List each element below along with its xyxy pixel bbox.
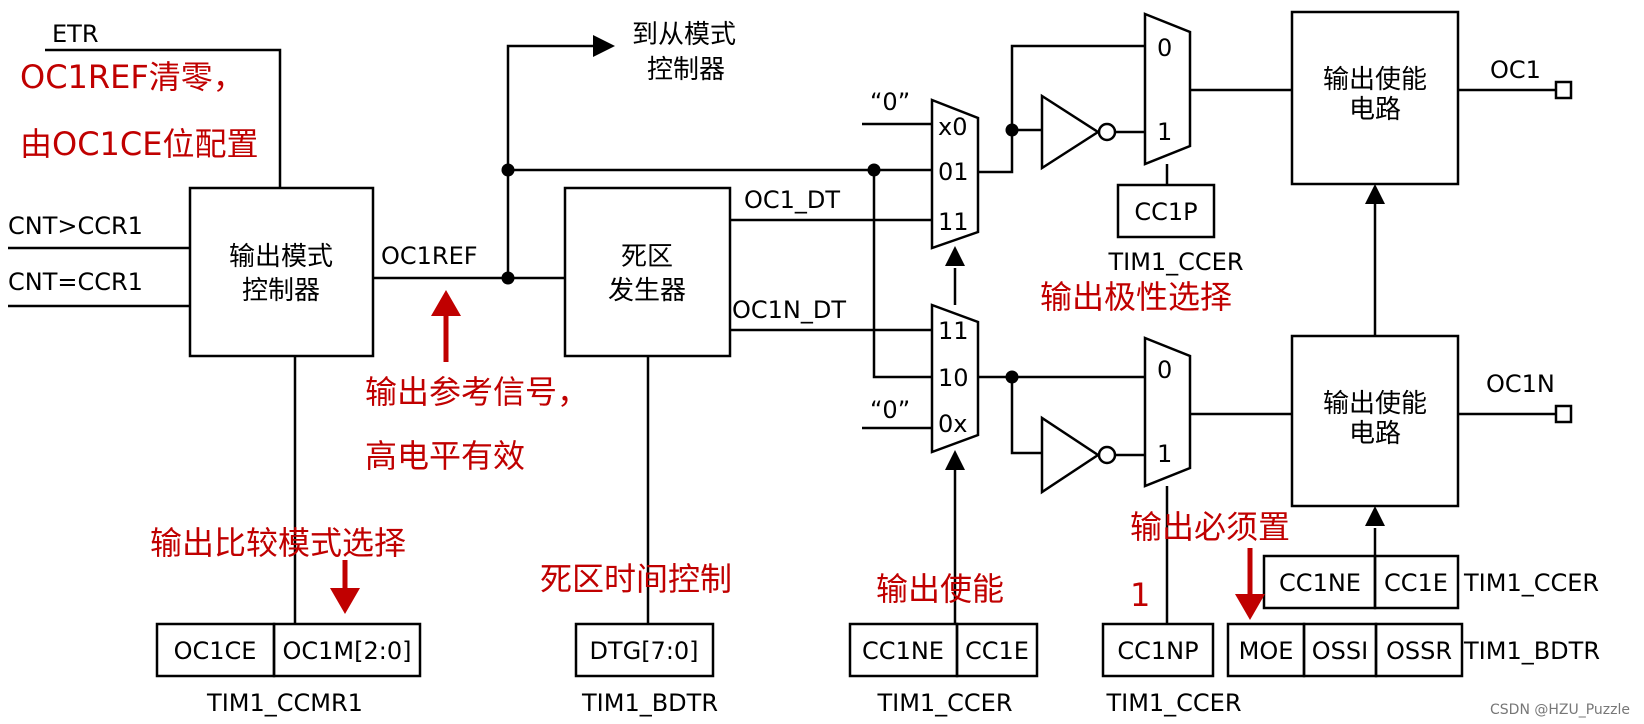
bdtr-ossi-field: OSSI	[1312, 637, 1368, 665]
bottom-inverter	[1040, 415, 1101, 495]
ccer-right-cc1e-field: CC1E	[1384, 569, 1448, 597]
oc1ref-label: OC1REF	[381, 242, 478, 270]
top-inverter	[1040, 93, 1101, 171]
dead-time-control-annotation: 死区时间控制	[540, 560, 732, 598]
cnt-gt-ccr1-label: CNT>CCR1	[8, 212, 143, 240]
polarity-select-annotation: 输出极性选择	[1040, 278, 1232, 316]
oc1n-label: OC1N	[1486, 370, 1555, 398]
ccer-cc1ne-field: CC1NE	[862, 637, 944, 665]
reference-signal-annotation-line2: 高电平有效	[365, 437, 525, 475]
bottom-output-mux	[930, 303, 980, 454]
bottom-pol-in0: 0	[1157, 356, 1172, 384]
top-polarity-mux	[1143, 12, 1192, 166]
reference-signal-annotation-line1: 输出参考信号，	[365, 373, 589, 411]
oc1ref-clear-annotation-line2: 由OC1CE位配置	[20, 125, 258, 163]
output-enable-2-line2: 电路	[1349, 419, 1401, 449]
oc1ref-clear-annotation-line1: OC1REF清零，	[20, 58, 245, 96]
oc1-pin	[1554, 80, 1573, 100]
ccmr1-register-name: TIM1_CCMR1	[206, 689, 363, 717]
ccmr1-oc1ce-field: OC1CE	[174, 637, 257, 665]
cc1np-register-name: TIM1_CCER	[1105, 689, 1241, 717]
top-output-mux	[930, 98, 980, 250]
ccer-right-cc1ne-field: CC1NE	[1279, 569, 1361, 597]
ccer-right-cc1e-field-box	[1373, 554, 1460, 610]
top-mux-11-label: 11	[938, 208, 969, 236]
top-mux-zero-label: “0”	[870, 88, 910, 116]
dtg-register-name: TIM1_BDTR	[581, 689, 718, 717]
dead-time-generator-line2: 发生器	[608, 276, 686, 306]
must-set-value: 1	[1130, 576, 1150, 614]
cc1np-field: CC1NP	[1117, 637, 1198, 665]
output-enable-1-line1: 输出使能	[1323, 65, 1427, 95]
top-pol-in1: 1	[1157, 118, 1172, 146]
output-enable-2-line1: 输出使能	[1323, 389, 1427, 419]
to-slave-line1: 到从模式	[632, 20, 736, 50]
top-mux-01-label: 01	[938, 158, 969, 186]
bottom-polarity-mux	[1143, 336, 1192, 488]
cc1p-register	[1116, 183, 1216, 239]
ccmr1-oc1m-field: OC1M[2:0]	[283, 637, 412, 665]
oc1-label: OC1	[1490, 56, 1541, 84]
output-mode-controller-line2: 控制器	[242, 276, 320, 306]
cc1p-field: CC1P	[1134, 198, 1197, 226]
dead-time-generator-line1: 死区	[621, 242, 673, 272]
oc1n-pin	[1554, 404, 1573, 424]
enable-link-arrow	[1365, 184, 1385, 204]
ccer-cc1e-field-box	[955, 622, 1039, 678]
etr-label: ETR	[52, 20, 99, 48]
watermark: CSDN @HZU_Puzzle	[1490, 702, 1630, 718]
top-mux-select-arrow	[945, 246, 965, 266]
compare-mode-arrow-head	[330, 588, 360, 614]
cc1np-field-box	[1101, 622, 1215, 678]
ccer-enable-register-name: TIM1_CCER	[876, 689, 1012, 717]
top-inverter-bubble	[1097, 122, 1117, 142]
bottom-mux-0x-label: 0x	[938, 410, 967, 438]
ccer-right-register-name: TIM1_CCER	[1463, 569, 1599, 597]
etr-line	[45, 48, 282, 188]
output-enable-annotation: 输出使能	[876, 570, 1004, 608]
bottom-inverter-bubble	[1097, 445, 1117, 465]
must-set-annotation: 输出必须置	[1130, 508, 1290, 546]
dtg-field: DTG[7:0]	[589, 637, 698, 665]
to-slave-arrowhead	[593, 35, 615, 57]
ccer-cc1e-field: CC1E	[965, 637, 1029, 665]
bottom-mux-11-label: 11	[938, 317, 969, 345]
top-noninv-line	[978, 44, 1145, 174]
must-set-arrow-head	[1235, 594, 1265, 620]
reference-arrow-head	[431, 290, 461, 316]
oc1ref-to-bottom-mux-line	[872, 170, 932, 379]
bdtr-ossr-field-box	[1374, 622, 1464, 678]
output-mode-controller-block	[188, 186, 375, 358]
cnt-eq-ccr1-label: CNT=CCR1	[8, 268, 143, 296]
to-slave-line	[506, 44, 595, 278]
oc1-dt-label: OC1_DT	[744, 186, 840, 214]
compare-mode-annotation: 输出比较模式选择	[150, 524, 406, 562]
oc1n-dt-label: OC1N_DT	[732, 296, 846, 324]
bottom-inverter-in-line	[1010, 377, 1042, 455]
output-mode-controller-line1: 输出模式	[229, 242, 333, 272]
dead-time-generator-block	[563, 186, 732, 358]
dtg-field-box	[574, 622, 715, 678]
bottom-mux-select-arrow	[945, 450, 965, 470]
bdtr-ossr-field: OSSR	[1386, 637, 1452, 665]
bdtr-moe-field: MOE	[1239, 637, 1294, 665]
enable-in-arrow	[1365, 506, 1385, 526]
output-enable-1-line2: 电路	[1349, 95, 1401, 125]
to-slave-line2: 控制器	[647, 55, 725, 85]
bdtr-right-register-name: TIM1_BDTR	[1463, 637, 1600, 665]
bottom-mux-zero-label: “0”	[870, 396, 910, 424]
top-mux-x0-label: x0	[938, 113, 967, 141]
bottom-mux-10-label: 10	[938, 364, 969, 392]
bottom-pol-in1: 1	[1157, 440, 1172, 468]
ccmr1-oc1m-field-box	[272, 622, 422, 678]
top-pol-in0: 0	[1157, 34, 1172, 62]
cc1p-register-name: TIM1_CCER	[1107, 248, 1243, 276]
